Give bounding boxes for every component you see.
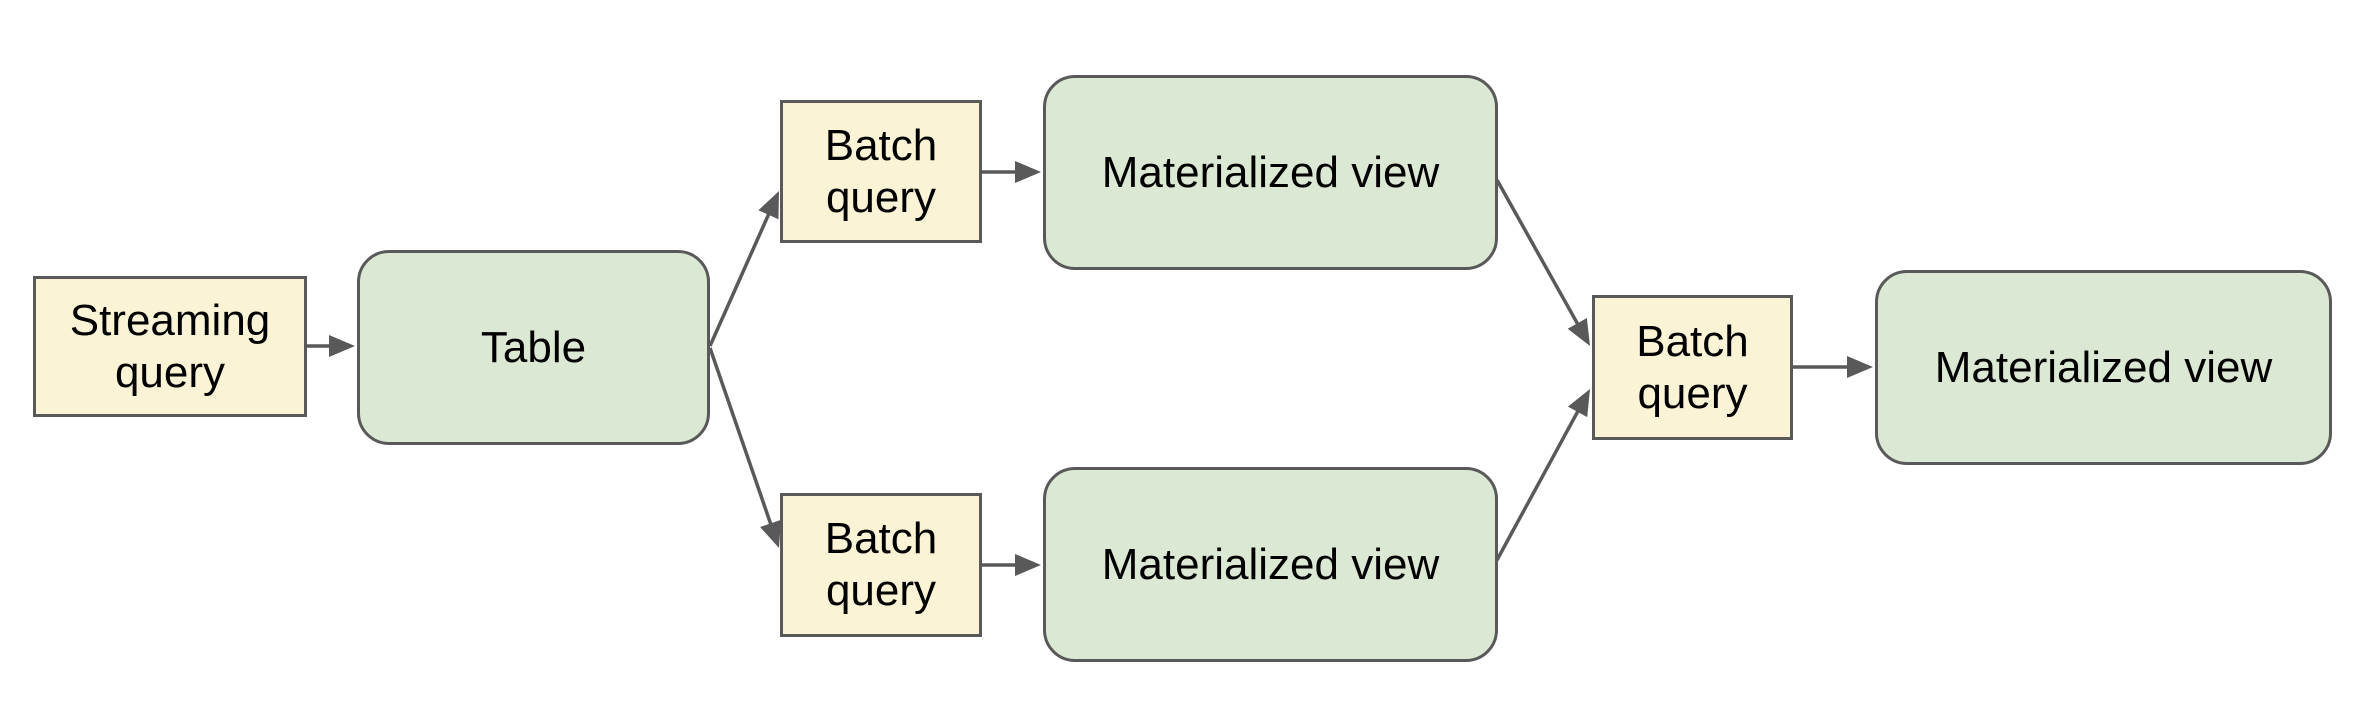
edge-line xyxy=(708,212,771,347)
streaming-query-node: Streaming query xyxy=(33,276,307,417)
arrowhead-icon xyxy=(760,519,781,548)
edge-line xyxy=(1495,179,1580,326)
batch-query-top-label: Batch query xyxy=(824,120,938,222)
materialized-view-final-node: Materialized view xyxy=(1875,270,2332,465)
materialized-view-top-node: Materialized view xyxy=(1043,75,1498,270)
arrowhead-icon xyxy=(1847,356,1873,378)
table-node: Table xyxy=(357,250,710,445)
batch-query-final-node: Batch query xyxy=(1592,295,1793,440)
arrowhead-icon xyxy=(758,191,779,220)
arrowhead-icon xyxy=(1567,389,1590,418)
arrowhead-icon xyxy=(1015,554,1041,576)
materialized-view-final-label: Materialized view xyxy=(1934,342,2273,392)
materialized-view-bottom-node: Materialized view xyxy=(1043,467,1498,662)
table-label: Table xyxy=(480,322,587,372)
batch-query-bottom-label: Batch query xyxy=(824,514,938,615)
batch-query-final-label: Batch query xyxy=(1636,316,1749,418)
materialized-view-bottom-label: Materialized view xyxy=(1101,539,1440,589)
edge-line xyxy=(708,347,773,526)
batch-query-top-node: Batch query xyxy=(780,100,982,243)
materialized-view-top-label: Materialized view xyxy=(1101,147,1440,197)
batch-query-bottom-node: Batch query xyxy=(780,493,982,637)
arrowhead-icon xyxy=(329,335,355,357)
edge-line xyxy=(1495,409,1581,561)
arrowhead-icon xyxy=(1015,161,1041,183)
streaming-query-label: Streaming query xyxy=(69,295,271,397)
arrowhead-icon xyxy=(1567,317,1590,346)
